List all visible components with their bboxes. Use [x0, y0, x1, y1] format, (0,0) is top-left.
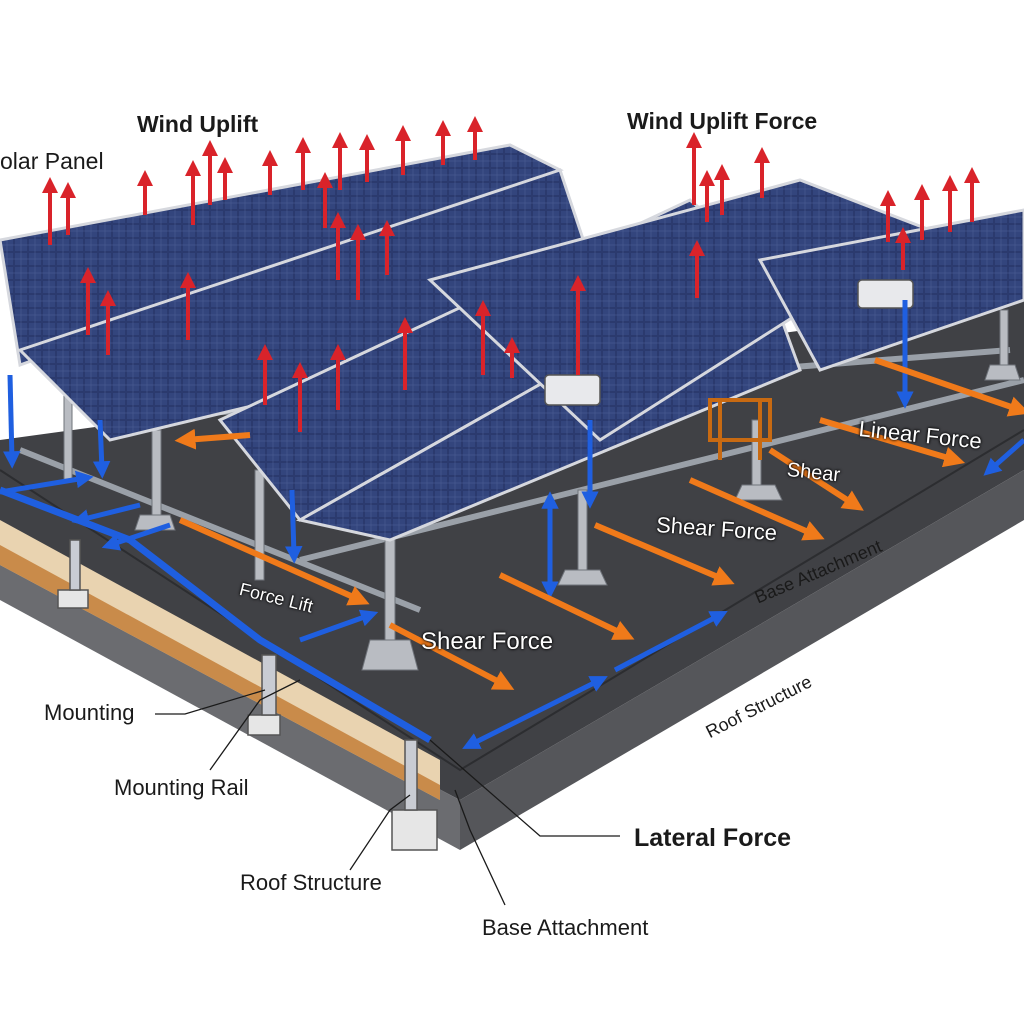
lateral-arrow: [462, 676, 608, 749]
wind-uplift-arrows: [42, 116, 980, 432]
lateral-arrow: [101, 522, 171, 551]
mounting-rail-leader: [209, 679, 301, 771]
shear-arrow: [174, 428, 251, 450]
shear-force-arrows: [174, 357, 1024, 690]
shear-arrow: [178, 517, 370, 606]
solar-panels: [0, 143, 1024, 542]
callout-lines: [155, 679, 620, 906]
shear-arrow: [688, 477, 825, 541]
lateral-arrow: [71, 502, 141, 527]
lateral-force-leader: [429, 739, 620, 837]
base-attachment-leader: [454, 789, 506, 906]
label-mounting-rail: Mounting Rail: [114, 775, 249, 800]
shear-arrow: [388, 622, 515, 690]
lateral-arrow: [983, 438, 1024, 476]
support-posts: [63, 309, 1021, 671]
shear-arrow: [593, 522, 735, 586]
shear-arrow: [768, 447, 864, 511]
label-solar-panel: olar Panel: [0, 148, 104, 174]
label-lateral-force: Lateral Force: [634, 824, 792, 852]
vertical-load-arrow: [284, 489, 303, 564]
label-shear-right-small: Shear: [785, 459, 842, 487]
vertical-load-arrow: [92, 419, 111, 479]
shear-arrow: [819, 417, 966, 468]
roof-structure-leader: [349, 794, 411, 871]
label-wind-uplift-force-right: Wind Uplift Force: [627, 108, 818, 134]
panel-clamps: [544, 279, 914, 406]
mounting-leader: [155, 689, 266, 715]
lateral-force-arrows: [0, 300, 1024, 749]
label-roof-structure-callout: Roof Structure: [240, 870, 382, 895]
shear-arrow: [874, 357, 1024, 417]
lateral-pipe: [0, 486, 432, 744]
label-mounting: Mounting: [44, 700, 135, 725]
label-base-attachment-callout: Base Attachment: [482, 915, 649, 940]
lateral-arrow: [0, 470, 94, 495]
vertical-load-arrow: [3, 374, 21, 469]
label-shear-force-front: Shear Force: [421, 628, 554, 655]
mounting-bracket-orange: [708, 398, 772, 460]
lateral-arrow: [613, 610, 728, 673]
base-attachments: [57, 539, 438, 851]
shear-arrow: [498, 572, 635, 640]
label-wind-uplift-left: Wind Uplift: [137, 111, 259, 137]
lateral-arrow: [299, 609, 379, 643]
